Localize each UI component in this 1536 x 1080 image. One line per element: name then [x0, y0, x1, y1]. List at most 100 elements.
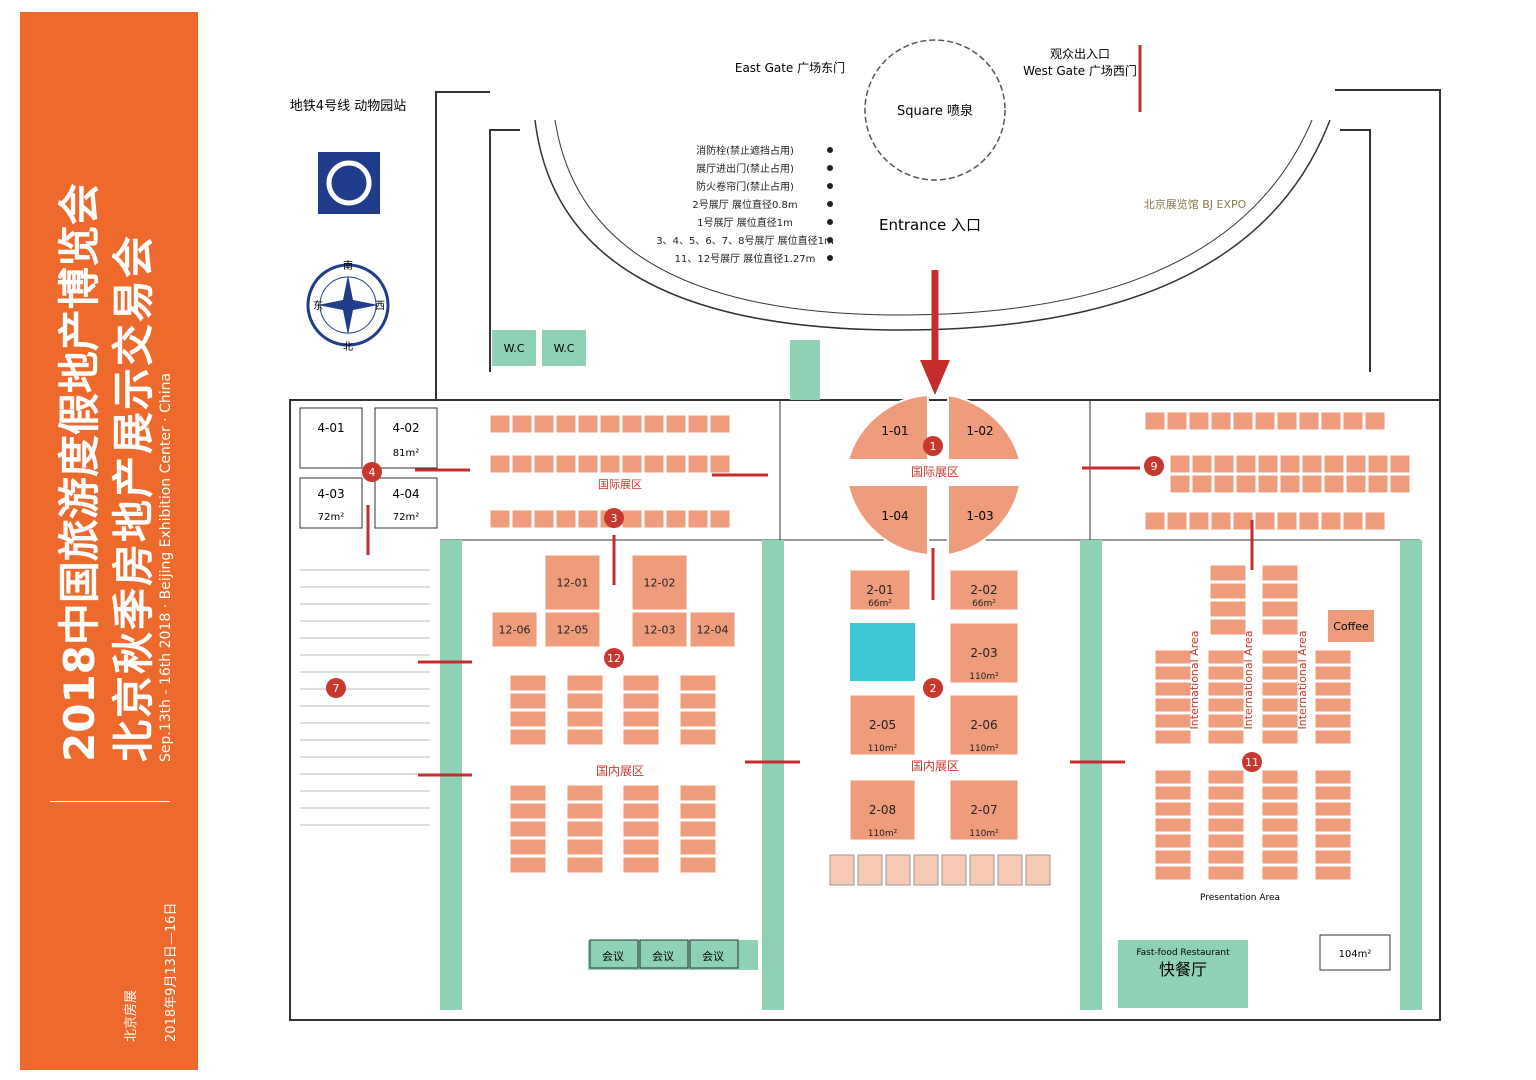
small-booth: [1261, 713, 1299, 729]
small-booth: [622, 710, 660, 728]
small-booth: [1154, 649, 1192, 665]
small-booth: [1314, 713, 1352, 729]
small-booth: [1210, 411, 1232, 431]
small-booth: [509, 710, 547, 728]
small-booth: [1261, 785, 1299, 801]
small-booth: [621, 414, 643, 434]
floor-plan-map: W.C W.C 地铁4号线 动物园站 北 东 西 南 Square 喷泉 Eas…: [289, 39, 1441, 1021]
access-arrows: [366, 466, 1254, 777]
small-booth: [1169, 474, 1191, 494]
small-booth: [1025, 854, 1051, 886]
small-booth: [969, 854, 995, 886]
small-booth: [511, 454, 533, 474]
compass-west: 西: [375, 301, 385, 312]
small-booth: [1207, 801, 1245, 817]
legend-marker: [827, 183, 833, 189]
small-booth: [1261, 618, 1299, 636]
small-booth: [566, 820, 604, 838]
small-booth: [1207, 681, 1245, 697]
booth-12-04: [689, 611, 736, 648]
booth-area-2-07: 110m²: [969, 829, 999, 839]
small-booth: [1154, 849, 1192, 865]
room-4-03-area: 72m²: [318, 512, 344, 523]
small-booth: [509, 820, 547, 838]
small-booth: [1254, 511, 1276, 531]
small-booth: [1144, 511, 1166, 531]
reserved-area: [850, 623, 915, 681]
hall-badge-11: [1242, 752, 1262, 772]
compass-icon: [306, 263, 390, 347]
intl-area-label-2: International Area: [1242, 630, 1255, 729]
booth-label-2-05: 2-05: [869, 718, 896, 732]
small-booth: [622, 784, 660, 802]
small-booth: [643, 509, 665, 529]
room-4-03: 4-03: [317, 487, 344, 501]
small-booth: [1367, 454, 1389, 474]
legend-item: 3、4、5、6、7、8号展厅 展位直径1m: [656, 234, 833, 247]
small-booth: [1389, 474, 1411, 494]
small-booth: [1207, 817, 1245, 833]
hall7-booth-rows: [300, 569, 430, 826]
small-booth: [621, 509, 643, 529]
small-booth: [1207, 865, 1245, 881]
small-booth: [1298, 411, 1320, 431]
small-booth: [1154, 833, 1192, 849]
small-booth: [1261, 849, 1299, 865]
small-booth: [679, 820, 717, 838]
small-booth: [1257, 454, 1279, 474]
small-booth: [1191, 454, 1213, 474]
hall11-booth-grid: [1154, 564, 1352, 881]
room-4-01: 4-01: [317, 421, 344, 435]
booth-label-2-03: 2-03: [970, 646, 997, 660]
small-booth: [555, 414, 577, 434]
small-booth: [1207, 649, 1245, 665]
fountain-square: [864, 39, 1006, 181]
booth-2-01: [849, 569, 911, 611]
small-booth: [1301, 474, 1323, 494]
hall-badge-label-4: 4: [369, 466, 376, 479]
small-booth: [566, 674, 604, 692]
small-booth: [1314, 849, 1352, 865]
legend-item: 1号展厅 展位直径1m: [697, 216, 793, 229]
hall-badge-2: [923, 678, 943, 698]
small-booth: [1207, 785, 1245, 801]
coffee-booth: [1328, 610, 1374, 642]
small-booth: [577, 454, 599, 474]
legend-item: 消防栓(禁止遮挡占用): [696, 144, 794, 157]
small-booth: [665, 414, 687, 434]
small-booth: [1314, 769, 1352, 785]
booth-label-2-02: 2-02: [970, 583, 997, 597]
small-booth: [1169, 454, 1191, 474]
small-booth: [1188, 511, 1210, 531]
small-booth: [1345, 454, 1367, 474]
hall-badge-7: [326, 678, 346, 698]
wc-label-1: W.C: [504, 342, 525, 355]
small-booth: [1209, 564, 1247, 582]
hall2-booths: 2-0166m²2-0266m²2-03110m²2-05110m²2-0611…: [829, 569, 1051, 886]
small-booth: [489, 454, 511, 474]
small-booth: [509, 838, 547, 856]
small-booth: [679, 710, 717, 728]
meeting-room-1: 会议: [602, 950, 624, 963]
small-booth: [1389, 454, 1411, 474]
small-booth: [857, 854, 883, 886]
small-booth: [509, 674, 547, 692]
small-booth: [1279, 454, 1301, 474]
small-booth: [509, 802, 547, 820]
booth-2-02: [949, 569, 1019, 611]
small-booth: [489, 414, 511, 434]
small-booth: [1232, 411, 1254, 431]
booth-label-12-03: 12-03: [644, 624, 676, 637]
intl-area-label-1: International Area: [1188, 630, 1201, 729]
booth-12-02: [631, 554, 688, 611]
small-booth: [1261, 865, 1299, 881]
booth-1-01: 1-01: [881, 424, 908, 438]
legend-item: 防火卷帘门(禁止占用): [696, 180, 794, 193]
small-booth: [1154, 801, 1192, 817]
small-booth: [622, 728, 660, 746]
intl-area-label-3: International Area: [1296, 630, 1309, 729]
booth-label-2-01: 2-01: [866, 583, 893, 597]
small-booth: [1298, 511, 1320, 531]
small-booth: [509, 784, 547, 802]
